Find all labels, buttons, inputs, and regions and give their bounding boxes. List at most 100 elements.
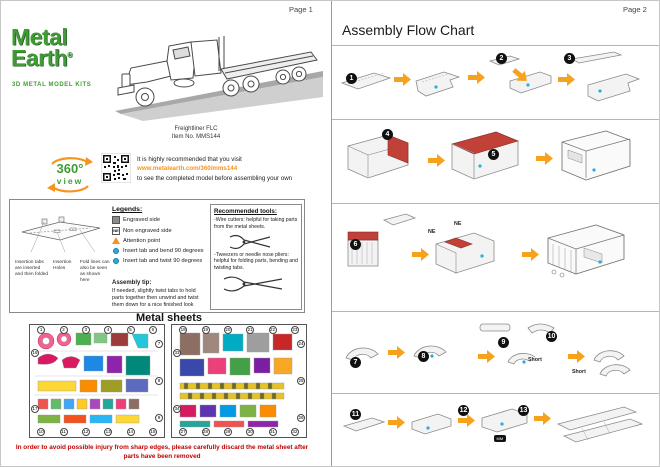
part-number: 6 [148,326,157,334]
step-11-badge: 11 [350,409,361,420]
step-13-badge: 13 [518,405,529,416]
part-number: 29 [223,428,232,436]
brand-tagline: 3D METAL MODEL KITS [12,82,92,88]
non-engraved-side-icon: NE [112,226,120,235]
360-text: 360° [56,161,84,176]
assembly-row-4 [345,323,631,377]
part-number: 8 [155,377,163,385]
promo-line1: It is highly recommended that you visit [137,156,242,163]
part-number: 13 [104,428,113,436]
part-fold-diagram [21,216,101,253]
row-separator [332,119,659,120]
legend-item: Insert tab and twist 90 degrees [112,257,208,265]
part-number: 20 [223,326,232,334]
step-3-badge: 3 [564,53,575,64]
row-separator [332,45,659,46]
row-separator [332,311,659,312]
part-number: 31 [268,428,277,436]
step-12-badge: 12 [458,405,469,416]
qr-code [101,153,131,183]
step-8-badge: 8 [418,351,429,362]
part-number: 17 [31,405,39,413]
part-number: 15 [148,428,157,436]
part-number: 9 [155,414,163,423]
metal-sheet-1-parts [35,331,158,424]
assembly-tip-text: If needed, slightly twist tabs to hold p… [112,287,199,308]
assembly-row-2 [347,130,631,181]
assembly-tip-title: Assembly tip: [112,280,152,286]
step-1-badge: 1 [346,73,357,84]
mm-stamp: MM [494,435,506,442]
360-arrows-icon [47,157,93,193]
part-number: 12 [81,428,90,436]
legend-title: Legends: [112,206,143,213]
legend-item-label: Attention point [123,237,161,244]
page-divider [331,1,332,466]
360-view-badge: 360° view [45,153,95,193]
step-9-badge: 9 [498,337,509,348]
promo-text: It is highly recommended that you visit … [137,155,309,183]
part-number: 7 [155,339,163,348]
truck-illustration [115,36,323,121]
short-label: Short [528,357,542,363]
legend-item-label: Non engraved side [123,227,172,234]
part-number: 3 [81,326,90,334]
part-number: 30 [246,428,255,436]
row-separator [332,203,659,204]
logo-word-earth: Earth [11,45,68,72]
metal-sheets-heading: Metal sheets [135,312,203,324]
legend-item: Attention point [112,237,208,245]
registered-mark: ® [67,52,72,60]
product-name: Freightliner FLC [174,126,218,132]
note-insertion-tabs: Insertion tabs are inserted and then fol… [15,260,49,277]
product-caption: Freightliner FLC Item No. MMS144 [119,125,273,142]
legend-item-label: Insert tab and twist 90 degrees [123,258,203,265]
step-4-badge: 4 [382,129,393,140]
page1-label: Page 1 [289,5,313,14]
page2-label: Page 2 [623,5,647,14]
bend-tab-icon [113,247,119,254]
part-number: 22 [268,326,277,334]
part-number: 32 [290,428,299,436]
part-number: 1 [37,326,46,334]
legend-box: Insertion tabs are inserted and then fol… [9,199,305,313]
part-number: 18 [179,326,188,334]
part-number: 33 [173,349,181,357]
assembly-flow-chart-page: Assembly Flow Chart [332,1,659,466]
part-number: 23 [290,326,299,334]
assembly-row-3 [347,213,625,278]
metal-sheet-2-parts [179,332,293,428]
part-number: 28 [201,428,210,436]
part-number: 11 [59,428,68,436]
promo-url: www.metalearth.com/360/mms144 [137,165,238,173]
step-7-badge: 7 [350,357,361,368]
legend-item-label: Engraved side [123,217,161,223]
safety-warning: In order to avoid possible injury from s… [15,444,309,460]
note-insertion-holes: Insertion Holes [53,260,72,271]
part-number: 4 [104,326,113,334]
logo-word-metal: Metal [11,24,68,50]
product-item-number: Item No. MMS144 [171,134,221,141]
part-number: 14 [126,428,135,436]
part-number: 16 [31,349,39,357]
ne-label: NE [428,229,436,235]
legend-item-label: Insert tab and bend 90 degrees [123,247,204,254]
ne-label: NE [454,221,462,227]
part-number: 34 [173,405,181,413]
step-5-badge: 5 [488,149,499,160]
twist-tab-icon [113,258,119,265]
metal-earth-logo: Metal Earth® [11,24,72,72]
part-number: 24 [297,339,305,348]
tool-tweezers: -Tweezers or needle nose pliers: helpful… [214,251,298,272]
row-separator [332,393,659,394]
engraved-side-icon [112,216,120,224]
attention-point-icon [112,237,120,245]
part-number: 21 [246,326,255,334]
note-fold-lines: Fold lines can also be seen as shown her… [80,260,110,283]
view-text: view [56,176,84,186]
part-number: 26 [297,414,305,423]
tool-wire-cutters: -Wire cutters: helpful for taking parts … [214,217,298,230]
